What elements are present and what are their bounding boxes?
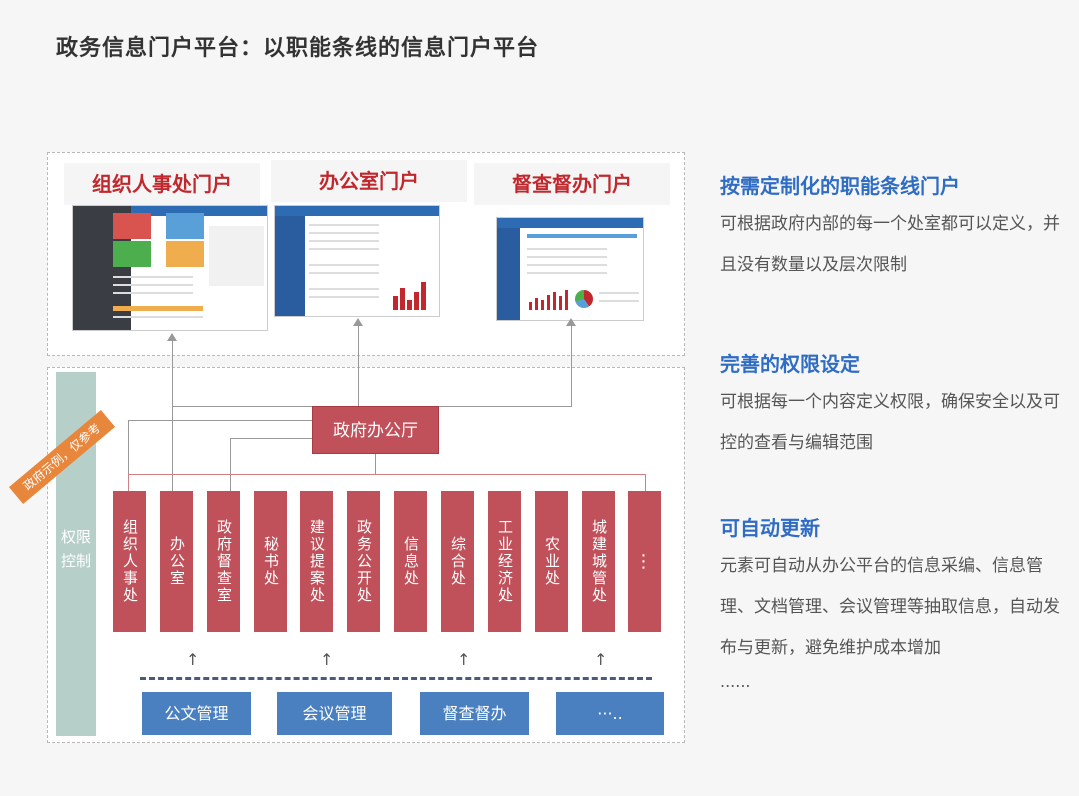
dept-industry[interactable]: 工业经济处 <box>488 491 521 632</box>
connector-line <box>128 420 129 492</box>
up-arrow-icon: ↑ <box>320 650 334 669</box>
connector-line <box>358 325 359 406</box>
feature-desc-custom: 可根据政府内部的每一个处室都可以定义，并且没有数量以及层次限制 <box>720 214 1060 275</box>
connector-line <box>128 420 312 421</box>
dept-personnel[interactable]: 组织人事处 <box>113 491 146 632</box>
dept-agriculture[interactable]: 农业处 <box>535 491 568 632</box>
up-arrow-icon: ↑ <box>457 650 471 669</box>
portal-screenshot-supervision[interactable] <box>496 217 644 321</box>
connector-line <box>645 474 646 492</box>
arrow-head-icon <box>566 318 576 326</box>
feature-desc-permission: 可根据每一个内容定义权限，确保安全以及可控的查看与编辑范围 <box>720 392 1060 453</box>
module-document[interactable]: 公文管理 <box>142 692 251 735</box>
feature-desc-auto-update: 元素可自动从办公平台的信息采编、信息管理、文档管理、会议管理等抽取信息，自动发布… <box>720 556 1060 658</box>
connector-line <box>172 340 173 492</box>
module-more[interactable]: ···.. <box>556 692 664 735</box>
features-more: ...... <box>720 672 751 691</box>
connector-line <box>128 474 129 492</box>
feature-title-auto-update: 可自动更新 <box>720 516 820 540</box>
portal-screenshot-personnel[interactable] <box>72 205 268 331</box>
module-supervision[interactable]: 督查督办 <box>420 692 529 735</box>
dept-supervision[interactable]: 政府督查室 <box>207 491 240 632</box>
gov-hall-box[interactable]: 政府办公厅 <box>312 406 439 454</box>
dept-proposals[interactable]: 建议提案处 <box>300 491 333 632</box>
portal-label-personnel: 组织人事处门户 <box>64 163 260 205</box>
module-meeting[interactable]: 会议管理 <box>277 692 392 735</box>
dept-more[interactable]: ⋮ <box>628 491 661 632</box>
connector-line <box>571 325 572 406</box>
portal-screenshot-office[interactable] <box>274 205 440 317</box>
permission-control-label: 权限控制 <box>60 528 91 570</box>
dept-office[interactable]: 办公室 <box>160 491 193 632</box>
connector-line <box>230 438 312 439</box>
connector-line <box>375 454 376 474</box>
portal-label-office: 办公室门户 <box>271 160 467 202</box>
dept-urban[interactable]: 城建城管处 <box>582 491 615 632</box>
connector-line <box>439 406 572 407</box>
dept-general[interactable]: 综合处 <box>441 491 474 632</box>
up-arrow-icon: ↑ <box>594 650 608 669</box>
portal-label-supervision: 督查督办门户 <box>474 163 670 205</box>
up-arrow-icon: ↑ <box>186 650 200 669</box>
arrow-head-icon <box>353 318 363 326</box>
connector-line <box>172 406 312 407</box>
feature-title-permission: 完善的权限设定 <box>720 352 860 376</box>
dept-information[interactable]: 信息处 <box>394 491 427 632</box>
connector-line <box>128 474 646 475</box>
divider-dashed <box>140 677 652 680</box>
dept-secretary[interactable]: 秘书处 <box>254 491 287 632</box>
dept-public-affairs[interactable]: 政务公开处 <box>347 491 380 632</box>
connector-line <box>230 438 231 492</box>
feature-title-custom: 按需定制化的职能条线门户 <box>720 174 960 198</box>
arrow-head-icon <box>167 333 177 341</box>
page-title: 政务信息门户平台：以职能条线的信息门户平台 <box>56 36 540 61</box>
